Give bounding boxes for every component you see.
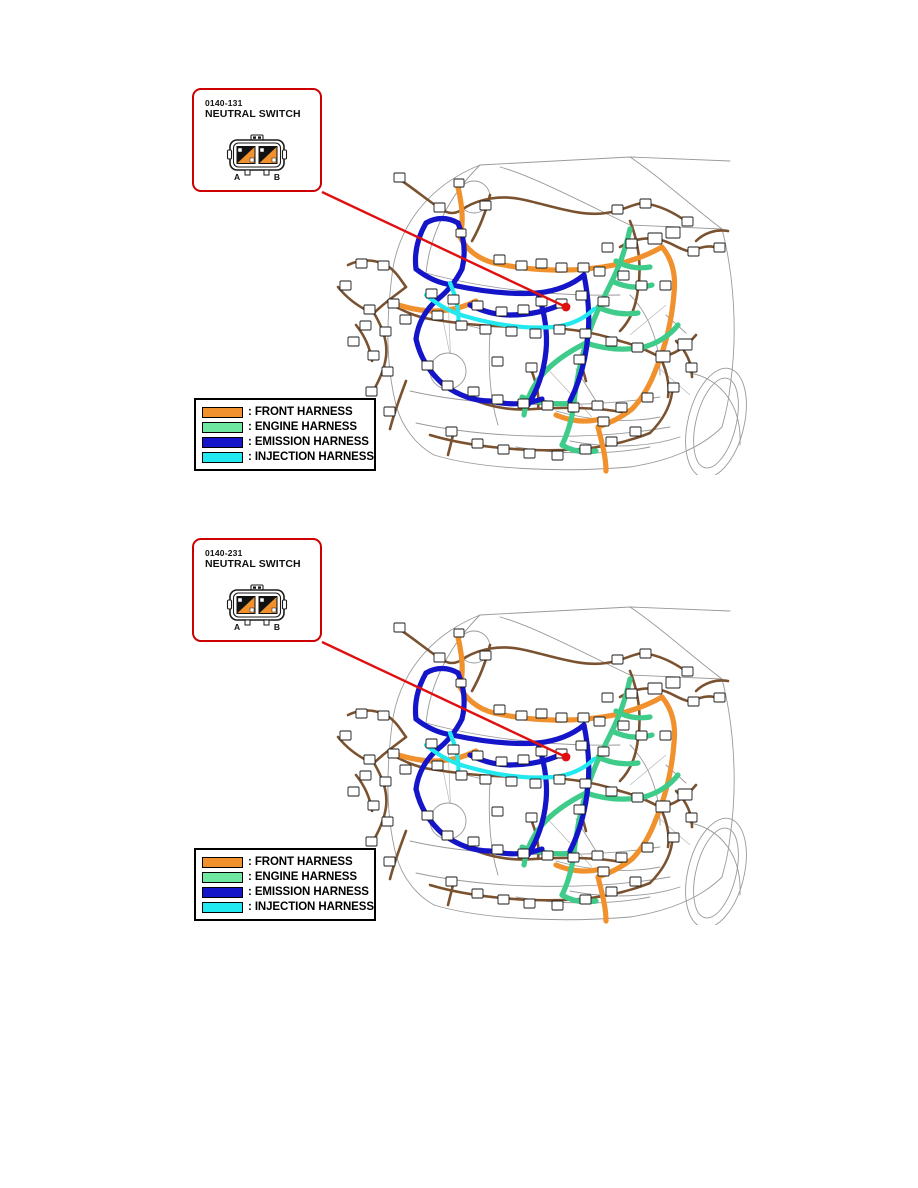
legend-row-engine-harness: : ENGINE HARNESS <box>202 420 367 434</box>
legend-swatch-engine-harness <box>202 871 243 883</box>
callout-title: NEUTRAL SWITCH <box>205 558 301 570</box>
legend-label-emission-harness: : EMISSION HARNESS <box>248 886 369 898</box>
pin-label-b: B <box>273 622 280 632</box>
harness-color-legend-2: : FRONT HARNESS : ENGINE HARNESS : EMISS… <box>194 848 376 921</box>
pin-label-b: B <box>273 172 280 182</box>
legend-label-engine-harness: : ENGINE HARNESS <box>248 421 357 433</box>
component-callout-1[interactable]: 0140-131 NEUTRAL SWITCH <box>192 88 322 192</box>
callout-code: 0140-231 <box>205 548 243 558</box>
callout-title: NEUTRAL SWITCH <box>205 108 301 120</box>
harness-routing-overlay-1 <box>336 172 730 474</box>
harness-routing-overlay-2 <box>336 622 730 924</box>
legend-row-injection-harness: : INJECTION HARNESS <box>202 900 374 914</box>
legend-swatch-emission-harness <box>202 436 243 448</box>
connector-pin-labels-1: A B <box>234 172 280 182</box>
callout-code: 0140-131 <box>205 98 243 108</box>
legend-swatch-engine-harness <box>202 421 243 433</box>
legend-row-emission-harness: : EMISSION HARNESS <box>202 885 369 899</box>
legend-label-emission-harness: : EMISSION HARNESS <box>248 436 369 448</box>
harness-color-legend-1: : FRONT HARNESS : ENGINE HARNESS : EMISS… <box>194 398 376 471</box>
connector-pin-labels-2: A B <box>234 622 280 632</box>
legend-row-front-harness: : FRONT HARNESS <box>202 405 367 419</box>
legend-row-emission-harness: : EMISSION HARNESS <box>202 435 369 449</box>
legend-label-front-harness: : FRONT HARNESS <box>248 406 353 418</box>
legend-swatch-injection-harness <box>202 901 243 913</box>
diagram-panel-2: 0140-231 NEUTRAL SWITCH <box>0 450 918 950</box>
legend-swatch-front-harness <box>202 856 243 868</box>
pin-label-a: A <box>234 622 241 632</box>
pin-label-a: A <box>234 172 241 182</box>
diagram-panel-1: 0140-131 NEUTRAL SWITCH <box>0 0 918 500</box>
legend-row-engine-harness: : ENGINE HARNESS <box>202 870 367 884</box>
connector-illustration-2: A B <box>222 584 292 636</box>
legend-row-injection-harness: : INJECTION HARNESS <box>202 450 374 464</box>
legend-label-front-harness: : FRONT HARNESS <box>248 856 353 868</box>
legend-label-injection-harness: : INJECTION HARNESS <box>248 451 374 463</box>
legend-swatch-injection-harness <box>202 451 243 463</box>
legend-label-injection-harness: : INJECTION HARNESS <box>248 901 374 913</box>
legend-row-front-harness: : FRONT HARNESS <box>202 855 367 869</box>
legend-swatch-front-harness <box>202 406 243 418</box>
legend-swatch-emission-harness <box>202 886 243 898</box>
legend-label-engine-harness: : ENGINE HARNESS <box>248 871 357 883</box>
component-callout-2[interactable]: 0140-231 NEUTRAL SWITCH <box>192 538 322 642</box>
connector-illustration-1: A B <box>222 134 292 186</box>
